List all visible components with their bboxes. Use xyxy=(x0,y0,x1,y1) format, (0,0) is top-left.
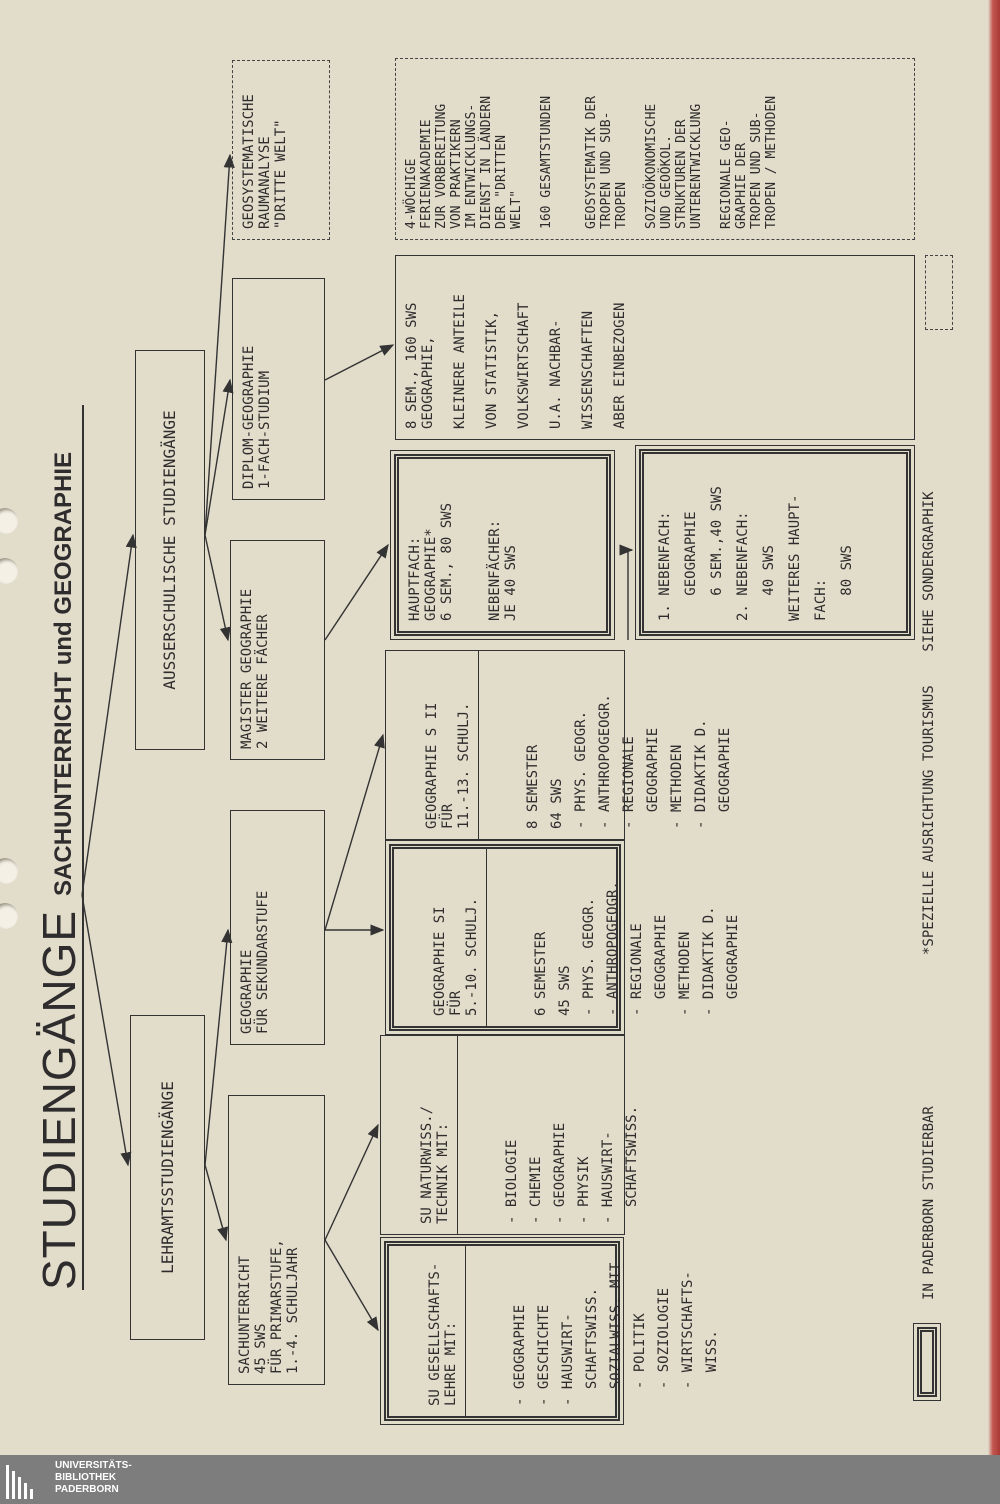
arrow xyxy=(324,543,389,641)
diplom-detail-box: 8 SEM., 160 SWS GEOGRAPHIE, KLEINERE ANT… xyxy=(395,255,915,440)
arrow xyxy=(619,544,634,640)
geo-sekundarstufe-box: GEOGRAPHIE FÜR SEKUNDARSTUFE xyxy=(230,810,325,1045)
geographie-s2-box: GEOGRAPHIE S II FÜR 11.-13. SCHULJ. 8 SE… xyxy=(385,650,733,840)
diagram: STUDIENGÄNGE SACHUNTERRICHT und GEOGRAPH… xyxy=(30,58,953,1425)
arrow xyxy=(204,153,235,536)
punch-hole xyxy=(0,903,18,929)
page-edge xyxy=(988,0,1000,1455)
magister-box: MAGISTER GEOGRAPHIE 2 WEITERE FÄCHER xyxy=(230,540,325,760)
box-body: 8 SEMESTER 64 SWS - PHYS. GEOGR. - ANTHR… xyxy=(525,694,733,829)
page-title: STUDIENGÄNGE SACHUNTERRICHT und GEOGRAPH… xyxy=(30,405,85,1290)
arrow xyxy=(204,1164,228,1242)
arrow xyxy=(204,534,231,642)
punch-hole xyxy=(0,508,18,534)
legend-paderborn: IN PADERBORN STUDIERBAR xyxy=(921,1106,937,1300)
library-logo-icon xyxy=(6,1465,33,1499)
arrow xyxy=(324,1239,379,1332)
punch-hole xyxy=(0,858,18,884)
footnote-tourismus: *SPEZIELLE AUSRICHTUNG TOURISMUS SIEHE S… xyxy=(921,491,937,955)
legend-thick-box-icon xyxy=(915,1313,939,1411)
arrow xyxy=(81,894,132,1167)
box-header: SU NATURWISS./ TECHNIK MIT: xyxy=(419,1036,458,1234)
library-name: UNIVERSITÄTS- BIBLIOTHEK PADERBORN xyxy=(55,1460,132,1495)
box-body: - BIOLOGIE - CHEMIE - GEOGRAPHIE - PHYSI… xyxy=(504,1105,640,1224)
legend-dashed-box-icon xyxy=(925,255,953,330)
arrow xyxy=(204,928,233,1166)
arrow xyxy=(324,344,395,381)
scanned-page: STUDIENGÄNGE SACHUNTERRICHT und GEOGRAPH… xyxy=(0,0,1000,1455)
su-gesellschaftslehre-box: SU GESELLSCHAFTS- LEHRE MIT: - GEOGRAPHI… xyxy=(378,1237,720,1425)
title-sub: SACHUNTERRICHT und GEOGRAPHIE xyxy=(50,451,77,896)
dritte-welt-detail-box: 4-WÖCHIGE FERIENAKADEMIE ZUR VORBEREITUN… xyxy=(395,58,915,240)
arrow xyxy=(324,1123,379,1241)
sachunterricht-box: SACHUNTERRICHT 45 SWS FÜR PRIMARSTUFE, 1… xyxy=(228,1095,325,1385)
box-body: - GEOGRAPHIE - GESCHICHTE - HAUSWIRT- SC… xyxy=(512,1262,720,1406)
box-header: SU GESELLSCHAFTS- LEHRE MIT: xyxy=(427,1246,466,1416)
dritte-welt-box: GEOSYSTEMATISCHE RAUMANALYSE "DRITTE WEL… xyxy=(232,60,330,240)
diplom-box: DIPLOM-GEOGRAPHIE 1-FACH-STUDIUM xyxy=(232,278,325,500)
arrow xyxy=(324,733,385,931)
geographie-s1-box: GEOGRAPHIE SI FÜR 5.-10. SCHULJ. 6 SEMES… xyxy=(384,840,741,1035)
su-naturwiss-box: SU NATURWISS./ TECHNIK MIT: - BIOLOGIE -… xyxy=(380,1035,640,1235)
lehramt-box: LEHRAMTSSTUDIENGÄNGE xyxy=(130,1015,205,1340)
arrow xyxy=(81,533,137,896)
nebenfach-box: 1. NEBENFACH: GEOGRAPHIE 6 SEM.,40 SWS 2… xyxy=(633,446,917,639)
ausserschulisch-box: AUSSERSCHULISCHE STUDIENGÄNGE xyxy=(135,350,205,750)
library-footer: UNIVERSITÄTS- BIBLIOTHEK PADERBORN xyxy=(0,1455,1000,1504)
punch-hole xyxy=(0,558,18,584)
hauptfach-box: HAUPTFACH: GEOGRAPHIE* 6 SEM., 80 SWS NE… xyxy=(389,450,616,640)
connector-arrows xyxy=(81,153,634,1332)
box-header: GEOGRAPHIE S II FÜR 11.-13. SCHULJ. xyxy=(424,651,479,839)
title-main: STUDIENGÄNGE xyxy=(33,909,85,1290)
box-header: GEOGRAPHIE SI FÜR 5.-10. SCHULJ. xyxy=(432,849,487,1026)
arrow xyxy=(204,378,234,536)
box-body: 6 SEMESTER 45 SWS - PHYS. GEOGR. - ANTHR… xyxy=(533,881,741,1016)
